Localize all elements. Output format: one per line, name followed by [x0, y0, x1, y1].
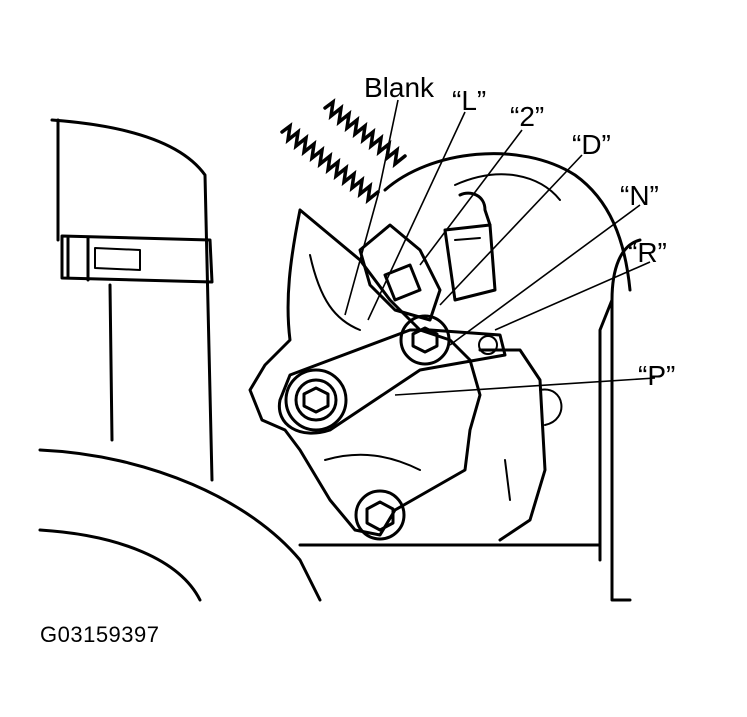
label-r: “R” [628, 237, 667, 268]
label-blank: Blank [364, 72, 435, 103]
figure-id: G03159397 [40, 622, 160, 647]
label-n: “N” [620, 180, 659, 211]
label-l: “L” [452, 85, 486, 116]
manual-shift-lever [277, 314, 507, 435]
leader-lines [344, 99, 656, 396]
detent-plate [248, 208, 482, 537]
transmission-housing [38, 118, 642, 602]
detent-spring-left [280, 122, 380, 205]
selector-bracket [443, 191, 497, 302]
label-p: “P” [638, 360, 675, 391]
label-2: “2” [510, 101, 544, 132]
mounting-bolt [354, 489, 406, 541]
detent-spring-right [323, 98, 407, 169]
label-d: “D” [572, 129, 611, 160]
detent-roller-arm [358, 223, 442, 322]
